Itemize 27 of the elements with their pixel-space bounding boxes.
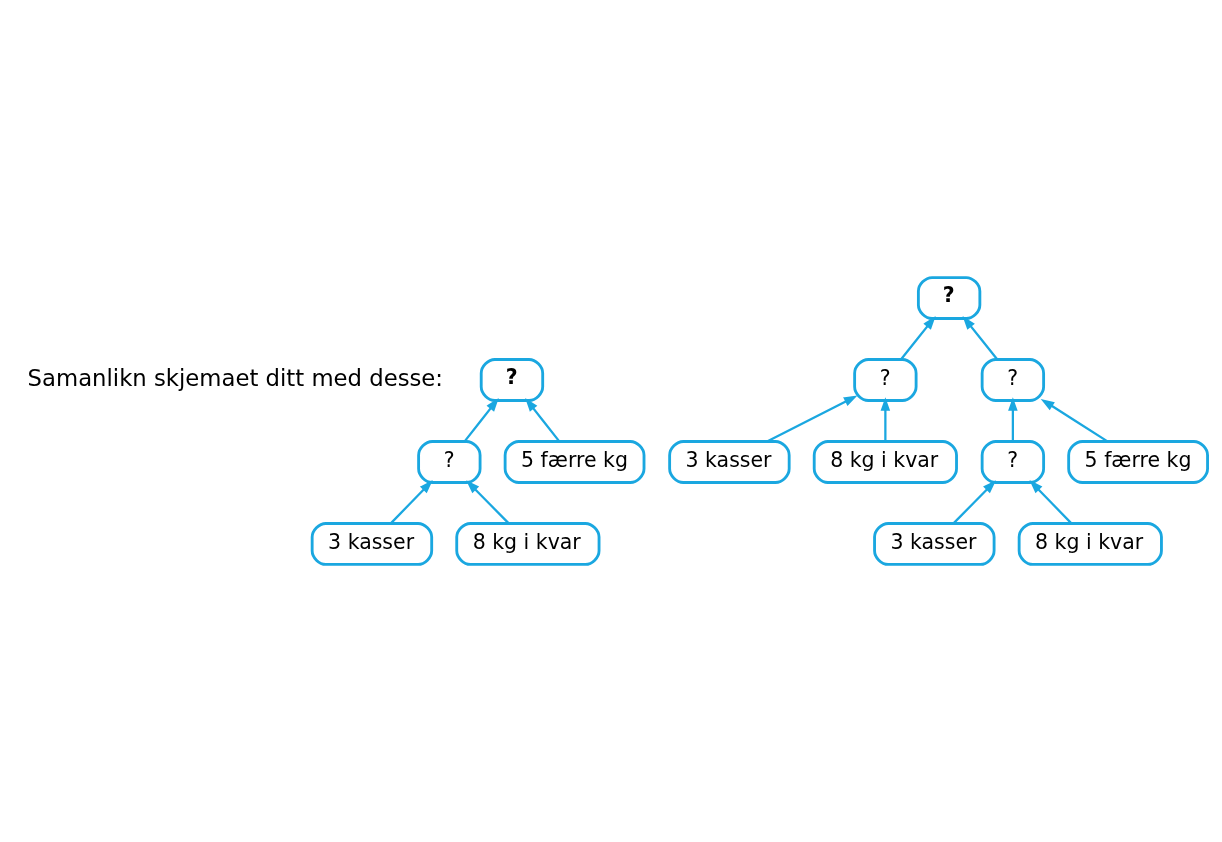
arrow	[466, 480, 510, 524]
arrow	[390, 480, 433, 524]
node-box: 3 kasser	[873, 522, 996, 566]
node-box: ?	[980, 440, 1046, 484]
arrow	[962, 315, 998, 360]
arrow	[1008, 397, 1018, 442]
node-box: ?	[417, 440, 482, 484]
arrow	[1029, 480, 1072, 524]
node-box: 3 kasser	[668, 440, 791, 484]
node-box: 3 kasser	[310, 522, 434, 566]
node-box: 5 færre kg	[503, 440, 646, 484]
label: Samanlikn skjemaet ditt med desse:	[27, 364, 444, 391]
arrow	[525, 397, 560, 442]
arrow	[952, 480, 997, 524]
arrow	[463, 397, 499, 442]
node-box: ?	[853, 358, 918, 402]
node-box: ?	[479, 358, 545, 402]
node-box: ?	[980, 358, 1046, 402]
node-box: 8 kg i kvar	[455, 522, 601, 566]
arrow	[767, 395, 858, 443]
node-box: ?	[916, 276, 982, 320]
node-box: 8 kg i kvar	[1017, 522, 1163, 566]
arrow	[880, 397, 891, 442]
arrow	[1040, 398, 1109, 443]
arrow	[900, 315, 936, 360]
node-box: 8 kg i kvar	[812, 440, 958, 484]
node-box: 5 færre kg	[1067, 440, 1209, 484]
